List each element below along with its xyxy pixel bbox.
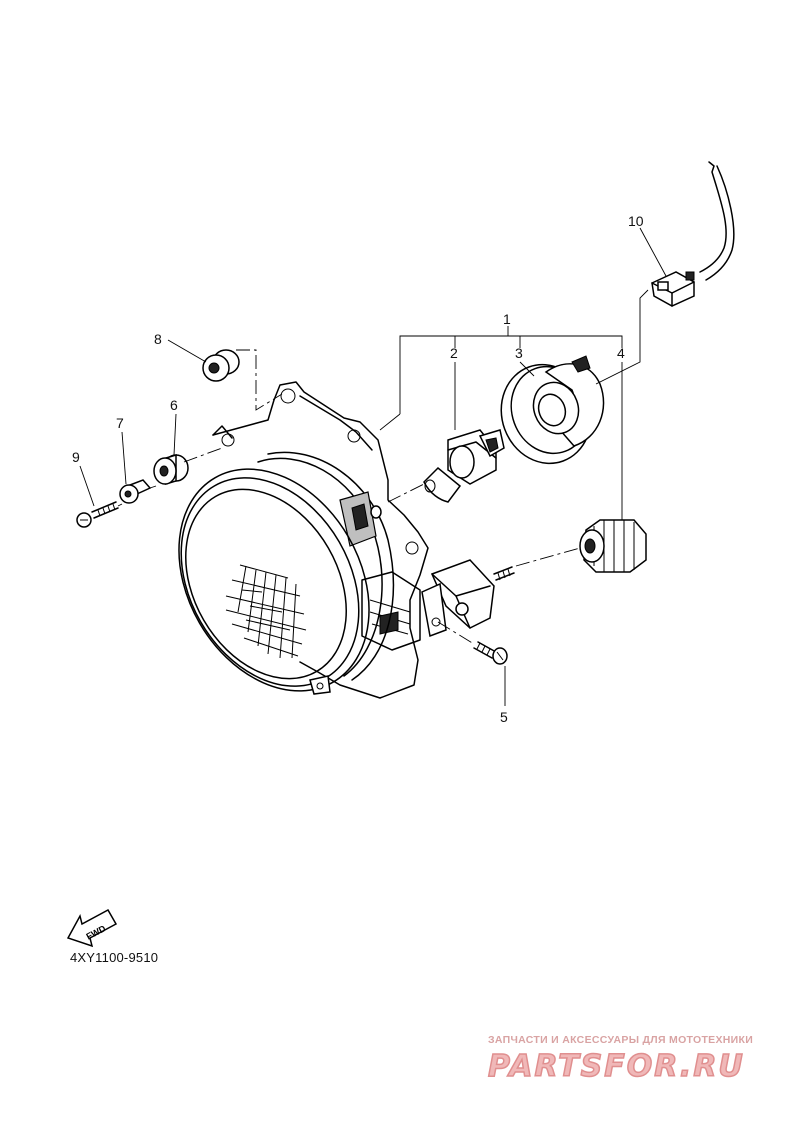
callout-5: 5 <box>500 709 508 725</box>
callout-6: 6 <box>170 397 178 413</box>
callout-8: 8 <box>154 331 162 347</box>
fwd-arrow: FWD <box>66 908 118 948</box>
callout-9: 9 <box>72 449 80 465</box>
callout-10: 10 <box>628 213 644 229</box>
part-10-connector <box>651 161 735 307</box>
watermark-logo: PARTSFOR.RU <box>487 1048 745 1085</box>
leader-lines <box>79 227 667 706</box>
headlight-unit <box>178 451 395 695</box>
part-7-collar <box>119 479 152 504</box>
diagram-code: 4XY1100-9510 <box>70 950 159 965</box>
part-2-bulb <box>423 429 505 503</box>
callout-2: 2 <box>450 345 458 361</box>
callout-4: 4 <box>617 345 625 361</box>
lens-pattern <box>225 564 307 659</box>
callout-1: 1 <box>503 311 511 327</box>
headlight-bracket <box>212 381 429 699</box>
part-4-socket <box>579 519 647 573</box>
part-8-grommet <box>202 349 240 382</box>
part-6-grommet <box>153 453 189 486</box>
part-3-bulb-cover <box>500 355 605 465</box>
watermark-tagline: ЗАПЧАСТИ И АКСЕССУАРЫ ДЛЯ МОТОТЕХНИКИ <box>488 1034 754 1046</box>
part-5-screw <box>473 641 508 665</box>
callout-7: 7 <box>116 415 124 431</box>
part-9-screw <box>76 501 119 528</box>
callout-3: 3 <box>515 345 523 361</box>
callout-numbers: 1 2 3 4 5 6 7 8 9 10 <box>72 213 644 725</box>
